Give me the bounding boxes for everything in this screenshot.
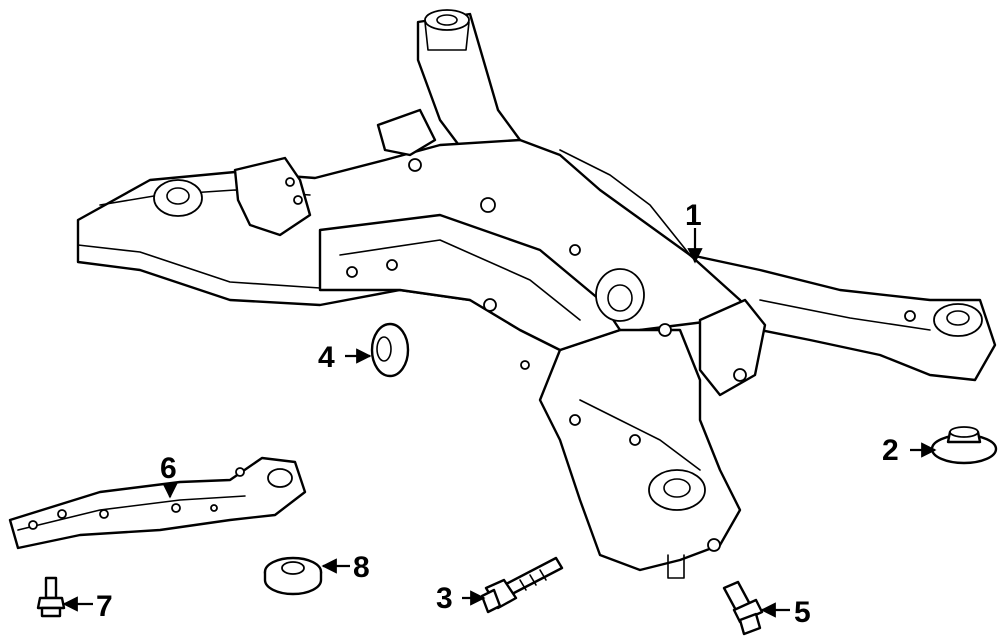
part-4-bushing	[370, 322, 410, 378]
part-7-bolt	[36, 576, 66, 618]
callout-2: 2	[882, 434, 899, 467]
callout-8: 8	[353, 551, 370, 584]
callout-7: 7	[96, 590, 113, 623]
callout-5: 5	[794, 596, 811, 629]
callout-1: 1	[685, 199, 702, 232]
callout-3: 3	[436, 582, 453, 615]
callout-4: 4	[318, 341, 335, 374]
callout-6: 6	[160, 452, 177, 485]
callout-leaders	[62, 228, 937, 618]
part-2-bushing	[930, 426, 998, 465]
part-3-bolt	[480, 556, 564, 614]
part-5-bolt	[722, 580, 764, 636]
part-6-bracket	[8, 456, 307, 550]
part-8-washer	[263, 556, 323, 596]
subframe-crossmember	[76, 9, 997, 579]
